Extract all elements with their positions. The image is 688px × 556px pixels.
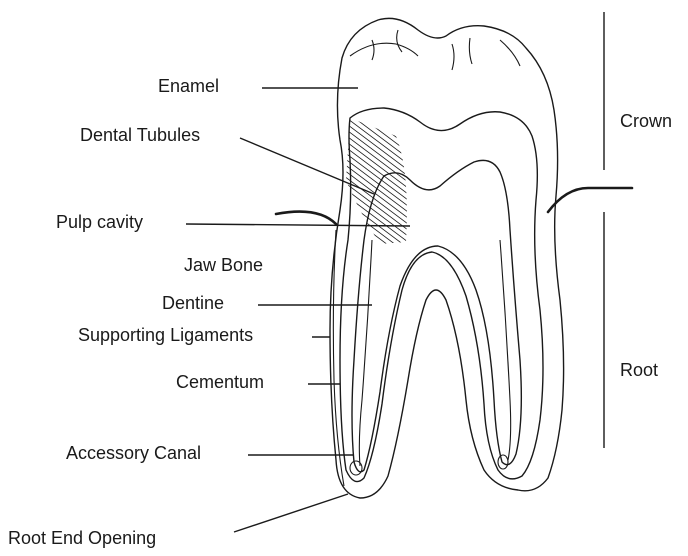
root-canal-left (359, 240, 372, 466)
label-root: Root (620, 360, 658, 380)
label-root-end-opening: Root End Opening (8, 528, 156, 548)
gum-line-left (276, 212, 336, 224)
root-canal-right (500, 240, 511, 460)
label-accessory-canal: Accessory Canal (66, 443, 201, 463)
label-dentine: Dentine (162, 293, 224, 313)
label-cementum: Cementum (176, 372, 264, 392)
gum-line-right (548, 188, 632, 212)
root-end-opening-leader (234, 494, 348, 532)
dental-tubules-leader (240, 138, 374, 194)
label-supporting-ligaments: Supporting Ligaments (78, 325, 253, 345)
crown-cusp-ridges (350, 30, 520, 70)
label-dental-tubules: Dental Tubules (80, 125, 200, 145)
tooth-outline (330, 18, 564, 498)
label-enamel: Enamel (158, 76, 219, 96)
label-pulp-cavity: Pulp cavity (56, 212, 143, 232)
enamel-dentine-junction (340, 108, 543, 482)
label-jaw-bone: Jaw Bone (184, 255, 263, 275)
label-crown: Crown (620, 111, 672, 131)
